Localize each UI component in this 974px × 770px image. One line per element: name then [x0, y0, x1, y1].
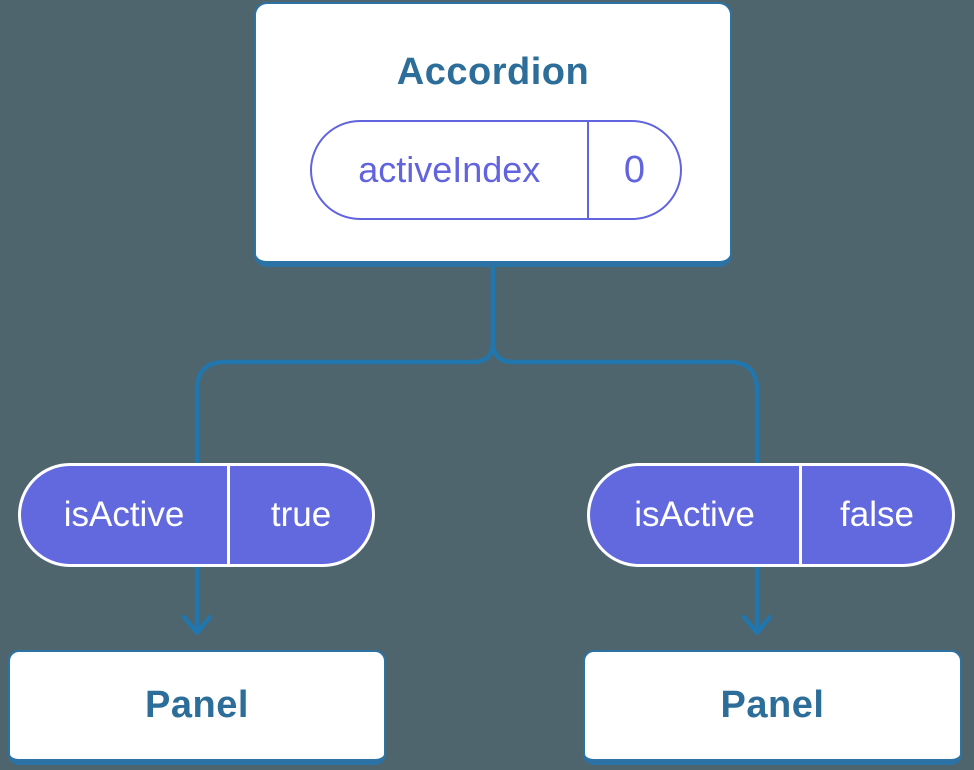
state-pill-activeindex: activeIndex 0: [310, 120, 682, 220]
connector-left-branch: [194, 263, 496, 633]
prop-pill-value: true: [270, 495, 332, 534]
state-pill-value: 0: [623, 148, 646, 191]
arrowhead-left-icon: [181, 614, 213, 636]
state-pill-name: activeIndex: [358, 149, 541, 190]
state-pill-divider: [586, 122, 589, 218]
accordion-node: Accordion activeIndex 0: [254, 2, 732, 267]
prop-pill-name: isActive: [634, 495, 755, 534]
panel-title: Panel: [720, 684, 825, 726]
arrowhead-right-icon: [741, 614, 773, 636]
prop-pill-value: false: [840, 495, 914, 534]
prop-pill-divider: [799, 466, 802, 564]
accordion-title: Accordion: [396, 51, 590, 93]
prop-pill-divider: [227, 466, 230, 564]
panel-title: Panel: [145, 684, 249, 726]
prop-pill-isactive-right: isActive false: [587, 463, 955, 567]
prop-pill-isactive-left: isActive true: [18, 463, 375, 567]
panel-node-left: Panel: [8, 650, 386, 765]
prop-pill-name: isActive: [63, 495, 185, 534]
panel-node-right: Panel: [583, 650, 962, 765]
connector-right-branch: [490, 263, 760, 633]
